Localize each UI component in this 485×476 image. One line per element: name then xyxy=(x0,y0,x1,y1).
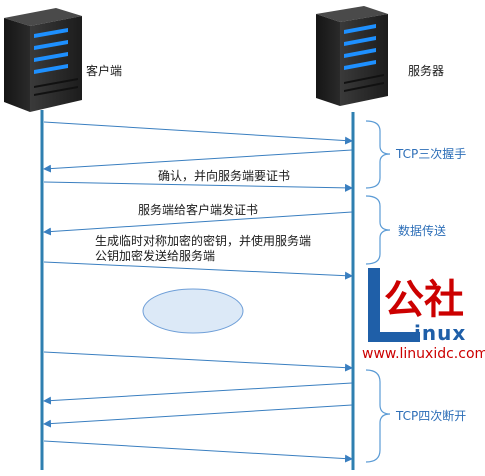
msg-gen-key-line2: 公钥加密发送给服务端 xyxy=(95,249,216,263)
watermark-logo-cn: 公社 xyxy=(384,277,464,323)
brace-teardown xyxy=(365,369,391,463)
watermark-logo-en: inux xyxy=(414,321,467,345)
arrow-ack-request-cert xyxy=(43,181,353,192)
phase-transfer-label: 数据传送 xyxy=(398,224,447,238)
msg-ack-request-cert: 确认，并向服务端要证书 xyxy=(158,169,291,183)
arrow-fin-1 xyxy=(43,351,353,372)
msg-gen-key-line1: 生成临时对称加密的密钥，并使用服务端 xyxy=(95,234,312,248)
msg-server-send-cert: 服务端给客户端发证书 xyxy=(138,203,259,217)
watermark-url: www.linuxidc.com xyxy=(362,346,485,362)
arrow-ack-1 xyxy=(43,382,353,405)
client-label: 客户端 xyxy=(86,64,123,78)
arrow-server-send-cert xyxy=(43,211,353,236)
arrow-syn xyxy=(43,121,353,145)
watermark-l-shape xyxy=(368,268,420,342)
phase-handshake-label: TCP三次握手 xyxy=(396,147,467,161)
arrow-ack-2 xyxy=(43,440,353,463)
brace-transfer xyxy=(365,195,391,265)
arrow-send-encrypted-key xyxy=(43,261,353,280)
data-ellipse xyxy=(142,288,244,334)
arrow-syn-ack xyxy=(43,149,353,173)
brace-handshake xyxy=(365,120,391,189)
phase-teardown-label: TCP四次断开 xyxy=(396,409,467,423)
server-icon xyxy=(316,6,388,106)
server-label: 服务器 xyxy=(408,64,445,78)
arrow-fin-2 xyxy=(43,404,353,428)
client-server-icon xyxy=(4,8,82,112)
